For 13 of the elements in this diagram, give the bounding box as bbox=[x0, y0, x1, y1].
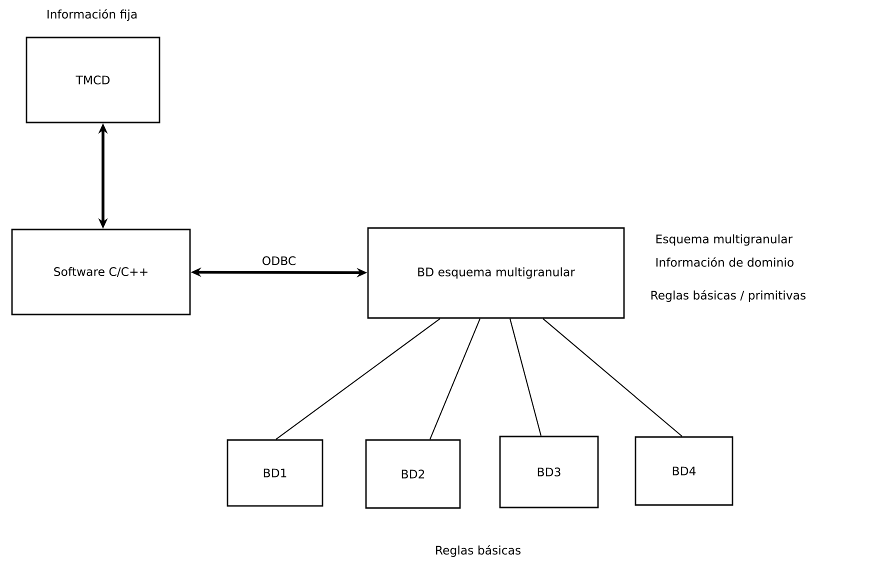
process-box: Software C/C++ bbox=[11, 228, 191, 316]
note-text: Reglas básicas / primitivas bbox=[651, 290, 806, 302]
process-box: BD2 bbox=[365, 439, 461, 509]
note-text: Información de dominio bbox=[656, 257, 794, 267]
process-box: BD3 bbox=[499, 436, 599, 508]
note-text: Esquema multigranular bbox=[656, 234, 793, 246]
note-text: Reglas básicas bbox=[436, 545, 521, 557]
process-box: BD1 bbox=[226, 439, 324, 507]
process-box: BD4 bbox=[634, 436, 734, 506]
note-text: Información fija bbox=[48, 9, 137, 21]
process-box: BD esquema multigranular bbox=[367, 227, 625, 319]
process-box: TMCD bbox=[26, 36, 160, 124]
edge-label: ODBC bbox=[260, 255, 298, 266]
